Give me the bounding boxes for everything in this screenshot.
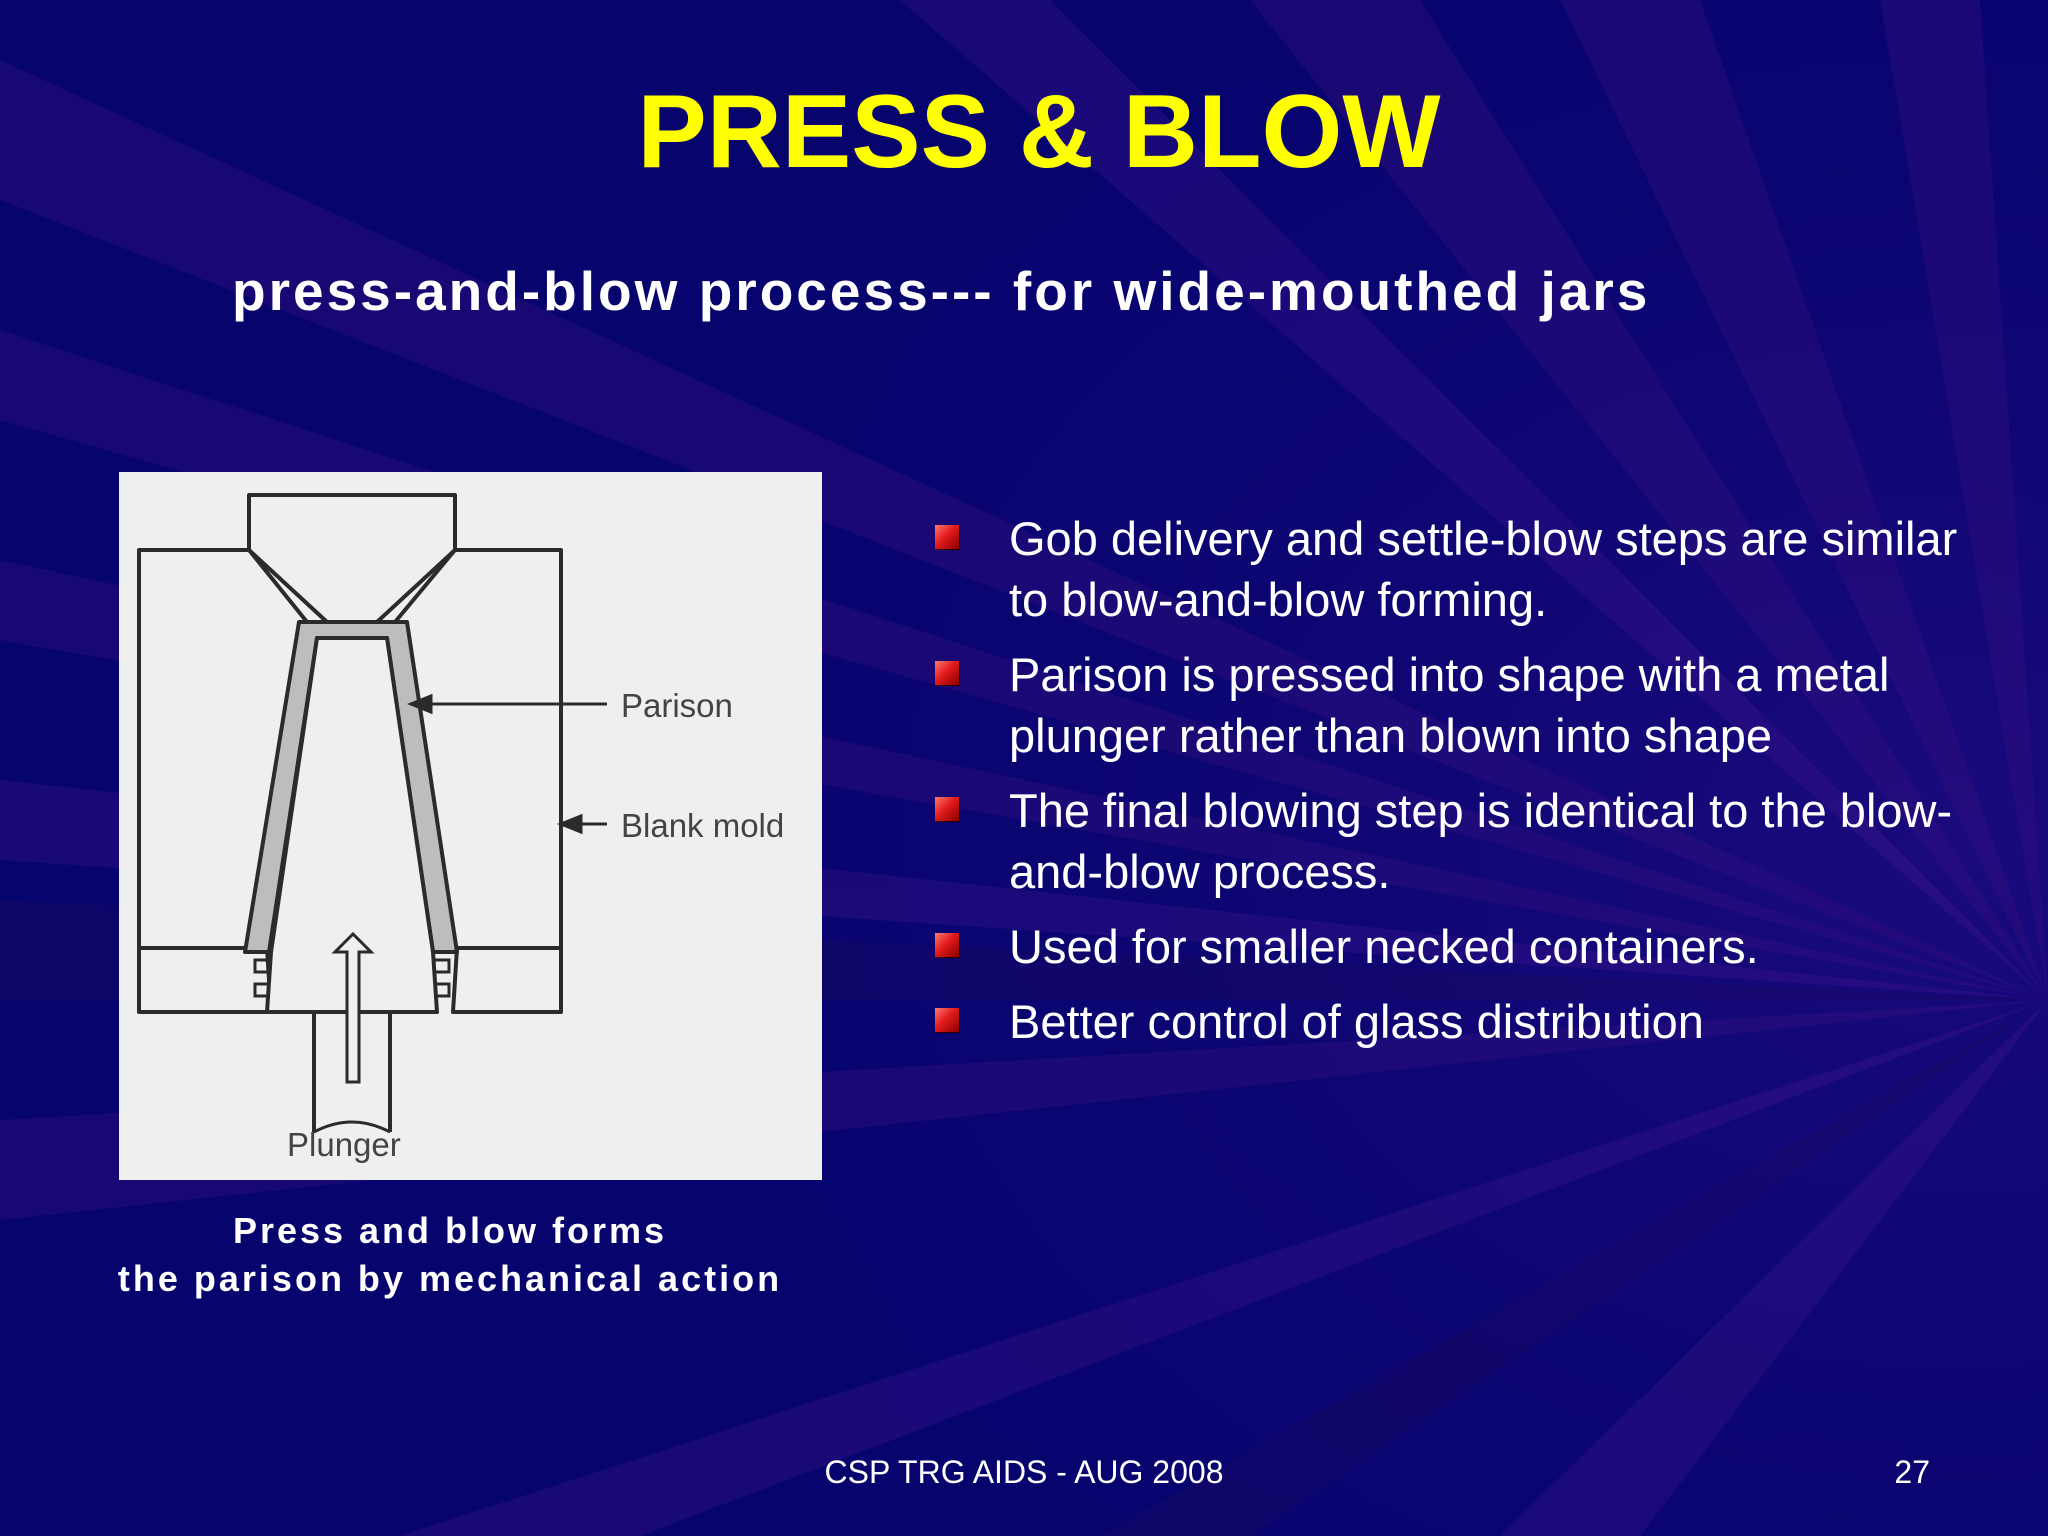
diagram-drawing	[137, 493, 607, 1134]
slide-footer: CSP TRG AIDS - AUG 2008	[824, 1454, 1224, 1490]
bullet-text: The final blowing step is identical to t…	[1009, 784, 1953, 898]
bullet-item: Better control of glass distribution	[932, 991, 1992, 1052]
bullet-square-icon	[935, 933, 959, 957]
bullet-text: Better control of glass distribution	[1009, 995, 1704, 1048]
caption-line-1: Press and blow forms	[232, 1210, 668, 1251]
caption-line-2: the parison by mechanical action	[117, 1258, 783, 1299]
figure-caption: Press and blow forms the parison by mech…	[60, 1207, 840, 1303]
bullet-item: Used for smaller necked containers.	[932, 916, 1992, 977]
bullet-item: The final blowing step is identical to t…	[932, 780, 1992, 902]
plunger-label: Plunger	[287, 1126, 401, 1163]
bullet-square-icon	[935, 525, 959, 549]
bullet-text: Parison is pressed into shape with a met…	[1009, 648, 1890, 762]
bullet-text: Gob delivery and settle-blow steps are s…	[1009, 512, 1958, 626]
bullet-text: Used for smaller necked containers.	[1009, 920, 1759, 973]
parison-label: Parison	[621, 687, 733, 724]
bullet-item: Gob delivery and settle-blow steps are s…	[932, 508, 1992, 630]
press-and-blow-diagram: Parison Blank mold Plunger	[119, 472, 822, 1180]
bullet-square-icon	[935, 1008, 959, 1032]
bullet-square-icon	[935, 797, 959, 821]
bullet-item: Parison is pressed into shape with a met…	[932, 644, 1992, 766]
bullet-square-icon	[935, 661, 959, 685]
blank-mold-label: Blank mold	[621, 807, 785, 844]
page-number: 27	[1894, 1454, 1930, 1490]
slide-subtitle: press-and-blow process--- for wide-mouth…	[232, 260, 1651, 322]
slide-title: PRESS & BLOW	[637, 74, 1441, 190]
bullet-list: Gob delivery and settle-blow steps are s…	[932, 508, 1992, 1066]
